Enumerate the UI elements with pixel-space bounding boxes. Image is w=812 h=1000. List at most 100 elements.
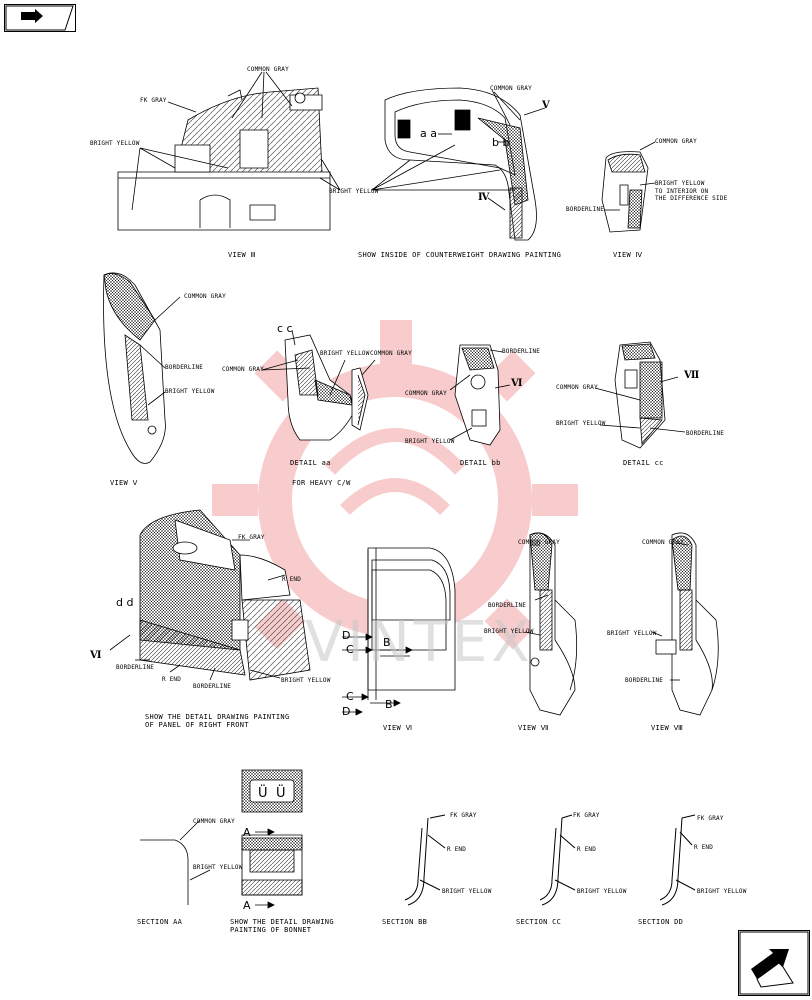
- view-viii-drawing: [651, 532, 719, 716]
- callout-view-iv: Ⅳ: [478, 192, 490, 203]
- label-r-end: R END: [162, 676, 182, 683]
- svg-text:Ü: Ü: [258, 784, 268, 801]
- label-borderline: BORDERLINE: [625, 677, 664, 684]
- svg-text:Ü: Ü: [276, 784, 286, 801]
- caption-heavy-cw: FOR HEAVY C/W: [292, 479, 351, 487]
- label-bright-yellow: BRIGHT YELLOW: [90, 140, 140, 147]
- section-bb-drawing: [404, 814, 446, 906]
- right-front-panel-drawing: [109, 509, 311, 681]
- label-common-gray: COMMON GRAY: [518, 539, 560, 546]
- caption-right-front: SHOW THE DETAIL DRAWING PAINTING OF PANE…: [145, 713, 290, 729]
- label-fk-gray: FK GRAY: [140, 97, 167, 104]
- caption-detail-aa: DETAIL aa: [290, 459, 331, 467]
- callout-a: A: [243, 899, 251, 912]
- caption-section-aa: SECTION AA: [137, 918, 183, 926]
- callout-a: A: [243, 826, 251, 839]
- caption-view-iv: VIEW Ⅳ: [613, 251, 643, 259]
- caption-view-vii: VIEW Ⅶ: [518, 724, 549, 732]
- caption-view-viii: VIEW Ⅷ: [651, 724, 684, 732]
- label-bright-yellow: BRIGHT YELLOW: [405, 438, 455, 445]
- callout-view-vi: Ⅵ: [511, 378, 523, 389]
- label-bright-yellow: BRIGHT YELLOW: [484, 628, 534, 635]
- callout-b: B: [383, 636, 391, 649]
- detail-aa-drawing: [261, 329, 376, 441]
- caption-section-cc: SECTION CC: [516, 918, 562, 926]
- label-borderline: BORDERLINE: [193, 683, 232, 690]
- callout-c: C: [346, 690, 354, 703]
- page-forward-arrow-icon: [739, 931, 809, 995]
- view-vii-drawing: [524, 532, 578, 716]
- label-r-end: R END: [282, 576, 302, 583]
- bonnet-drawing: Ü Ü: [241, 769, 303, 909]
- callout-c: C: [346, 643, 354, 656]
- counterweight-drawing: [371, 87, 546, 241]
- callout-aa: a a: [420, 127, 437, 140]
- label-r-end: R END: [694, 844, 714, 851]
- label-bright-yellow: BRIGHT YELLOW: [320, 350, 370, 357]
- label-borderline: BORDERLINE: [116, 664, 155, 671]
- view-iv-drawing: [601, 141, 656, 233]
- callout-bb: b b: [492, 136, 510, 149]
- label-borderline: BORDERLINE: [502, 348, 541, 355]
- label-borderline: BORDERLINE: [165, 364, 204, 371]
- callout-cc: c c: [277, 322, 293, 335]
- detail-cc-drawing: [594, 341, 686, 449]
- callout-view-vii: Ⅶ: [684, 370, 700, 381]
- label-bright-yellow: BRIGHT YELLOW: [329, 188, 379, 195]
- label-bright-yellow: BRIGHT YELLOW: [193, 864, 243, 871]
- label-bright-yellow: BRIGHT YELLOW: [442, 888, 492, 895]
- label-bright-yellow: BRIGHT YELLOW: [281, 677, 331, 684]
- page-back-button[interactable]: [4, 4, 76, 32]
- watermark-text: VINTEX: [305, 610, 534, 675]
- label-common-gray: COMMON GRAY: [247, 66, 289, 73]
- label-bright-yellow: BRIGHT YELLOW: [655, 180, 705, 187]
- label-common-gray: COMMON GRAY: [655, 138, 697, 145]
- view-vi-drawing: [342, 547, 456, 716]
- view-v-drawing: [103, 272, 181, 464]
- label-common-gray: COMMON GRAY: [222, 366, 264, 373]
- label-bright-yellow: BRIGHT YELLOW: [697, 888, 747, 895]
- label-common-gray: COMMON GRAY: [556, 384, 598, 391]
- label-common-gray: COMMON GRAY: [642, 539, 684, 546]
- label-bright-yellow: BRIGHT YELLOW: [577, 888, 627, 895]
- section-aa-drawing: [140, 819, 211, 905]
- label-bright-yellow: BRIGHT YELLOW: [607, 630, 657, 637]
- callout-view-vi: Ⅵ: [90, 650, 102, 661]
- label-fk-gray: FK GRAY: [238, 534, 265, 541]
- caption-section-dd: SECTION DD: [638, 918, 684, 926]
- label-bright-yellow: BRIGHT YELLOW: [556, 420, 606, 427]
- caption-detail-bb: DETAIL bb: [460, 459, 501, 467]
- callout-dd: d d: [116, 596, 134, 609]
- callout-d: D: [342, 629, 351, 642]
- caption-view-v: VIEW Ⅴ: [110, 479, 138, 487]
- label-common-gray: COMMON GRAY: [490, 85, 532, 92]
- caption-section-bb: SECTION BB: [382, 918, 428, 926]
- detail-bb-drawing: [449, 344, 511, 446]
- callout-b: B: [385, 698, 393, 711]
- label-borderline: BORDERLINE: [686, 430, 725, 437]
- section-cc-drawing: [539, 814, 576, 906]
- label-common-gray: COMMON GRAY: [193, 818, 235, 825]
- page-forward-button[interactable]: [738, 930, 810, 996]
- callout-view-v: Ⅴ: [542, 100, 550, 111]
- caption-bonnet: SHOW THE DETAIL DRAWING PAINTING OF BONN…: [230, 918, 334, 934]
- label-common-gray: COMMON GRAY: [370, 350, 412, 357]
- label-interior-note: TO INTERIOR ON THE DIFFERENCE SIDE: [655, 188, 728, 202]
- label-fk-gray: FK GRAY: [697, 815, 724, 822]
- caption-view-vi: VIEW Ⅵ: [383, 724, 413, 732]
- caption-view-iii: VIEW Ⅲ: [228, 251, 256, 259]
- caption-detail-cc: DETAIL cc: [623, 459, 664, 467]
- label-fk-gray: FK GRAY: [450, 812, 477, 819]
- label-fk-gray: FK GRAY: [573, 812, 600, 819]
- label-borderline: BORDERLINE: [488, 602, 527, 609]
- callout-d: D: [342, 705, 351, 718]
- label-r-end: R END: [447, 846, 467, 853]
- label-r-end: R END: [577, 846, 597, 853]
- view-iii-drawing: [117, 71, 341, 231]
- label-bright-yellow: BRIGHT YELLOW: [165, 388, 215, 395]
- caption-counterweight: SHOW INSIDE OF COUNTERWEIGHT DRAWING PAI…: [358, 251, 562, 259]
- page-back-arrow-icon: [5, 5, 74, 31]
- label-borderline: BORDERLINE: [566, 206, 605, 213]
